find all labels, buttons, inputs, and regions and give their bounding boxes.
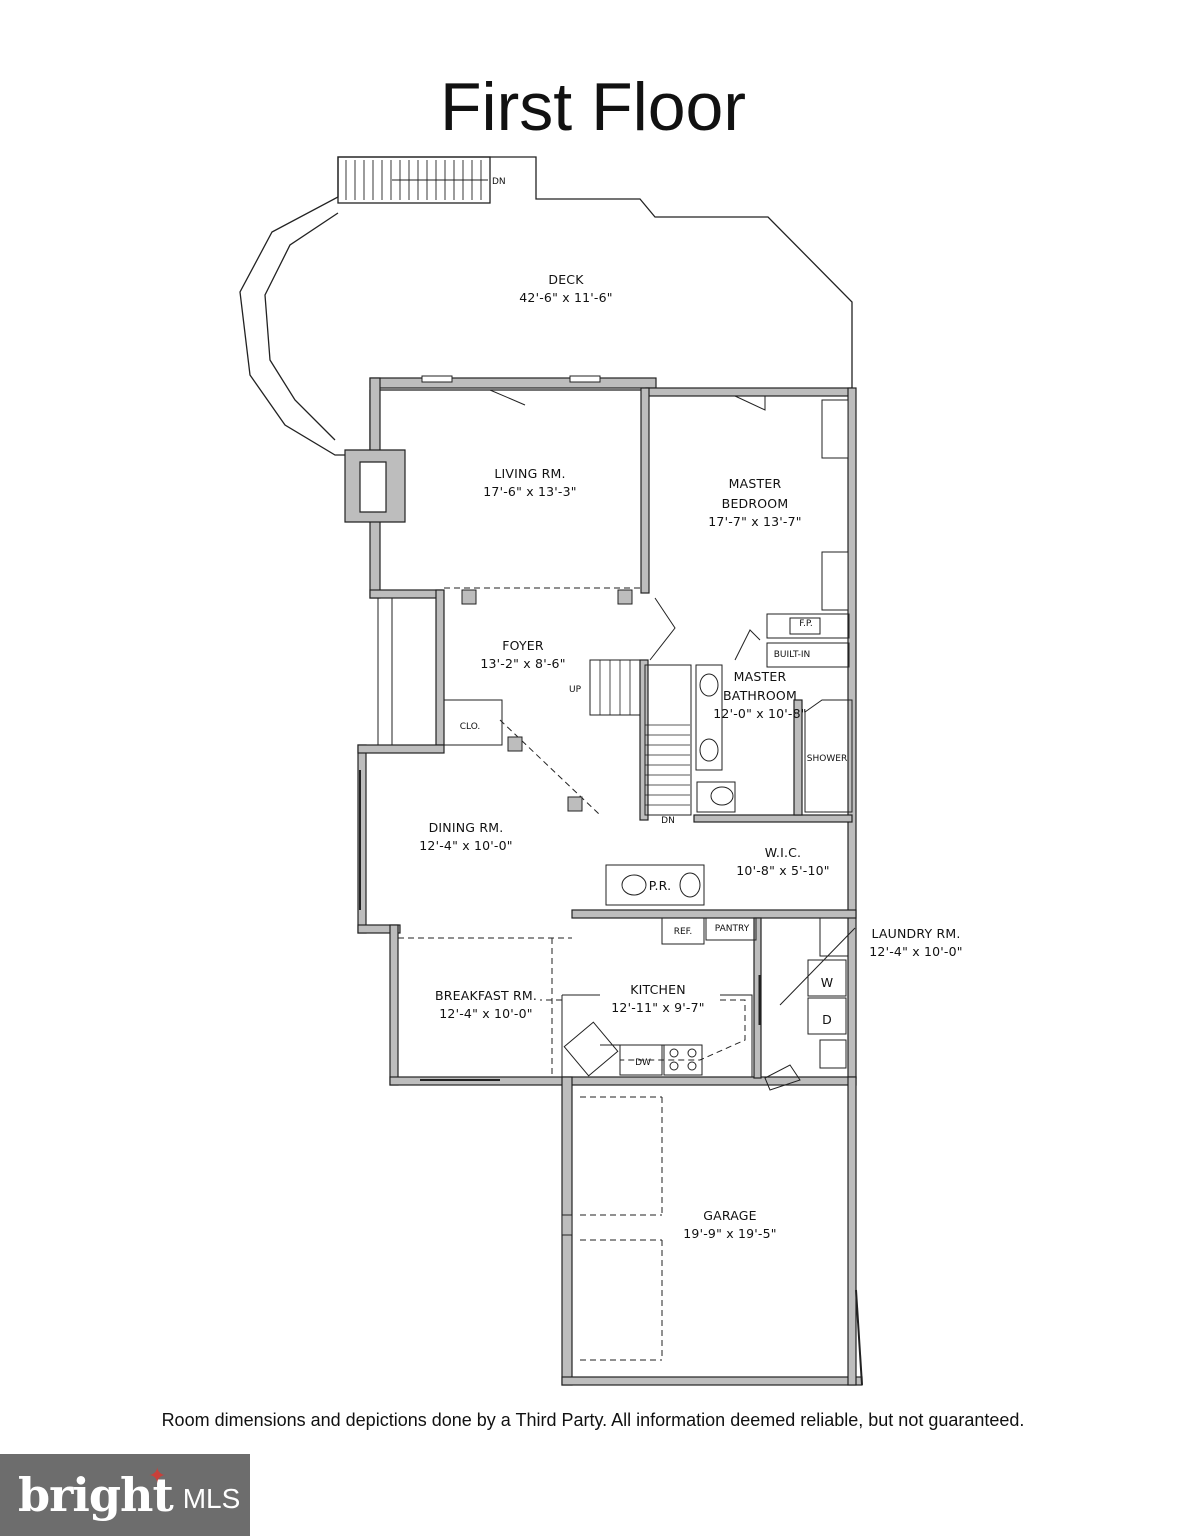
laundry-sink — [819, 1039, 847, 1069]
column — [617, 589, 633, 605]
label-stair-down: DN — [661, 816, 675, 826]
wall-wic-north — [693, 814, 853, 823]
wall-stair-core — [639, 659, 649, 821]
room-dims-wic: 10'-8" x 5'-10" — [736, 863, 829, 878]
room-dims-master-bedroom: 17'-7" x 13'-7" — [708, 514, 801, 529]
column — [461, 589, 477, 605]
room-dims-master-bath: 12'-0" x 10'-8" — [713, 706, 806, 721]
stair-up — [589, 659, 641, 716]
wall-kitchen-north — [571, 909, 857, 919]
label-shower: SHOWER — [807, 754, 847, 764]
built-in-box — [766, 642, 850, 668]
fireplace — [344, 449, 406, 523]
wall-foyer-west — [435, 589, 445, 746]
wall-garage-east — [847, 1076, 857, 1386]
room-name-living: LIVING RM. — [494, 466, 565, 481]
shower — [804, 699, 853, 813]
wall-bath-divider — [793, 699, 803, 816]
dishwasher — [619, 1044, 663, 1076]
powder-room — [605, 864, 705, 906]
room-name-wic: W.I.C. — [765, 845, 801, 860]
refrigerator — [661, 917, 705, 945]
column — [507, 736, 523, 752]
room-dims-laundry: 12'-4" x 10'-0" — [869, 944, 962, 959]
room-name-kitchen: KITCHEN — [630, 982, 686, 997]
room-name-master-bedroom-1: MASTER — [729, 476, 782, 491]
room-dims-living: 17'-6" x 13'-3" — [483, 484, 576, 499]
wall-dining-sw — [357, 924, 401, 934]
room-name-laundry: LAUNDRY RM. — [871, 926, 960, 941]
washer — [807, 959, 847, 997]
fp-box — [766, 613, 850, 639]
room-name-breakfast: BREAKFAST RM. — [435, 988, 537, 1003]
room-dims-breakfast: 12'-4" x 10'-0" — [439, 1006, 532, 1021]
dryer — [807, 997, 847, 1035]
room-dims-deck: 42'-6" x 11'-6" — [519, 290, 612, 305]
room-name-master-bath-1: MASTER — [734, 669, 787, 684]
kitchen-counter — [561, 994, 753, 1077]
room-name-dining: DINING RM. — [429, 820, 504, 835]
label-dishwasher: DW — [635, 1058, 651, 1068]
label-refrigerator: REF. — [674, 927, 693, 937]
wall-dining-north — [357, 744, 445, 754]
stair-down — [644, 664, 692, 816]
logo-suffix: MLS — [182, 1483, 241, 1514]
sink — [563, 1021, 619, 1077]
deck-outline — [239, 156, 853, 456]
bright-mls-logo: bright ✦ MLS — [0, 1454, 250, 1536]
room-dims-foyer: 13'-2" x 8'-6" — [480, 656, 565, 671]
wall-garage-south — [561, 1376, 863, 1386]
toilet — [696, 781, 736, 813]
range — [663, 1044, 703, 1076]
room-name-foyer: FOYER — [502, 638, 544, 653]
label-pantry: PANTRY — [715, 924, 750, 934]
label-closet: CLO. — [460, 722, 481, 732]
pantry — [705, 917, 757, 941]
wall-living-south — [369, 589, 443, 599]
room-dims-dining: 12'-4" x 10'-0" — [419, 838, 512, 853]
room-dims-kitchen: 12'-11" x 9'-7" — [611, 1000, 704, 1015]
deck-stairs — [337, 156, 491, 204]
logo-word: bright — [18, 1468, 174, 1522]
label-powder-room: P.R. — [649, 878, 672, 893]
vanity — [695, 664, 723, 771]
page-title: First Floor — [440, 69, 746, 145]
wall-living-master — [640, 387, 650, 594]
room-dims-garage: 19'-9" x 19'-5" — [683, 1226, 776, 1241]
column — [567, 796, 583, 812]
wall-north-living — [369, 377, 657, 389]
room-name-master-bedroom-2: BEDROOM — [722, 496, 789, 511]
deck-inner-rail — [264, 212, 339, 441]
label-washer: W — [821, 975, 834, 990]
room-name-deck: DECK — [548, 272, 584, 287]
label-stair-up: UP — [569, 685, 582, 695]
deck-stair-label: DN — [492, 177, 506, 187]
room-name-master-bath-2: BATHROOM — [723, 688, 797, 703]
label-built-in: BUILT-IN — [774, 650, 811, 660]
wall-north-master — [645, 387, 853, 397]
label-fireplace: F.P. — [799, 619, 812, 629]
disclaimer: Room dimensions and depictions done by a… — [161, 1410, 1025, 1430]
wall-breakfast-west — [389, 924, 399, 1086]
logo-spark-icon: ✦ — [148, 1464, 167, 1489]
closet — [443, 699, 503, 746]
room-name-garage: GARAGE — [703, 1208, 757, 1223]
label-dryer: D — [822, 1012, 832, 1027]
